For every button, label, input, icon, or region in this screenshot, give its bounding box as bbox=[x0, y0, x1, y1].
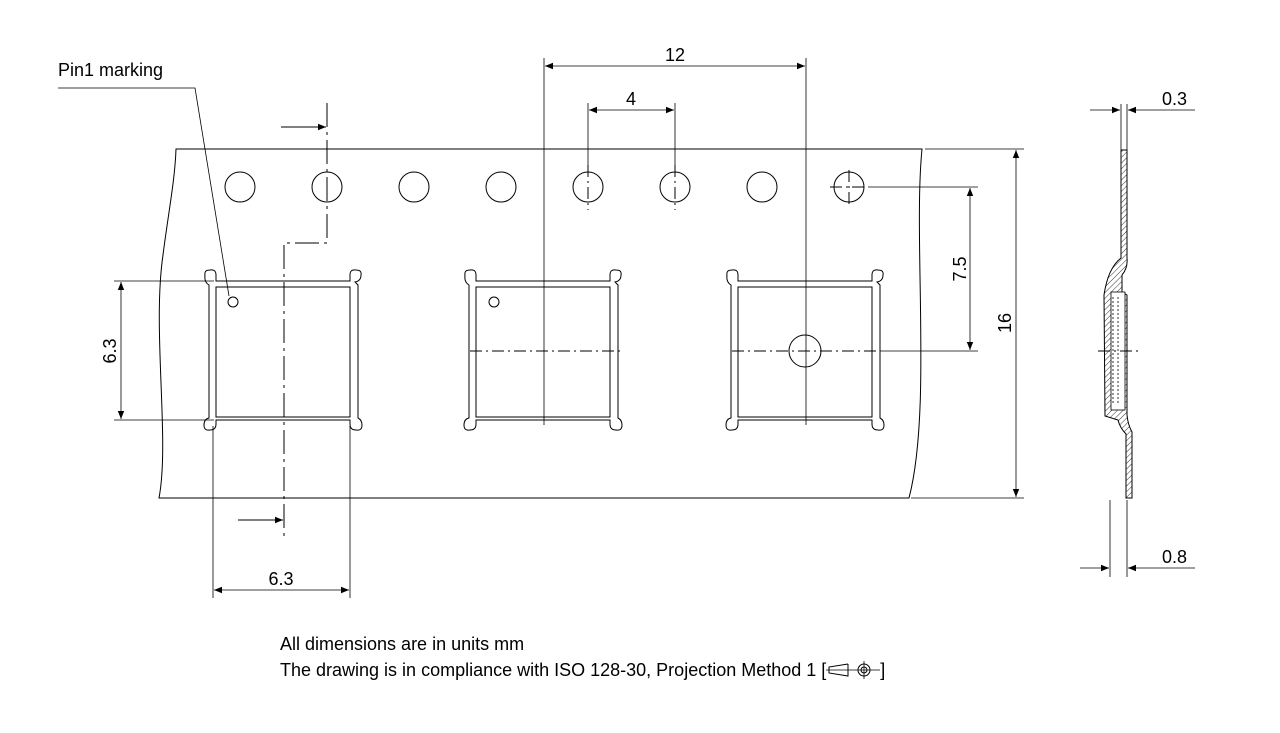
dim-16-label: 16 bbox=[995, 313, 1015, 333]
projection-note-close: ] bbox=[880, 660, 886, 680]
dim-6-3-horizontal-label: 6.3 bbox=[268, 569, 293, 589]
dim-0-8: 0.8 bbox=[1080, 500, 1195, 577]
dim-12: 12 bbox=[543, 45, 807, 425]
pin1-leader: Pin1 marking bbox=[58, 60, 230, 297]
pin1-dot bbox=[488, 296, 500, 308]
dim-6-3-vertical-label: 6.3 bbox=[100, 338, 120, 363]
sprocket-holes bbox=[224, 171, 865, 203]
units-note: All dimensions are in units mm bbox=[280, 634, 525, 654]
side-section-view bbox=[1098, 149, 1138, 499]
dim-7-5-label: 7.5 bbox=[950, 256, 970, 281]
dim-6-3-vertical: 6.3 bbox=[100, 280, 214, 421]
projection-symbol-icon bbox=[826, 661, 881, 679]
dim-16: 16 bbox=[911, 148, 1024, 499]
pin1-label: Pin1 marking bbox=[58, 60, 163, 80]
dim-0-3: 0.3 bbox=[1090, 89, 1195, 150]
dim-12-label: 12 bbox=[665, 45, 685, 65]
projection-note: The drawing is in compliance with ISO 12… bbox=[280, 660, 885, 681]
dim-0-8-label: 0.8 bbox=[1162, 547, 1187, 567]
dim-0-3-label: 0.3 bbox=[1162, 89, 1187, 109]
pocket-1 bbox=[203, 269, 363, 431]
dim-4-label: 4 bbox=[626, 89, 636, 109]
sprocket-hole bbox=[224, 171, 256, 203]
sprocket-hole bbox=[485, 171, 517, 203]
section-line bbox=[283, 103, 328, 541]
dim-4: 4 bbox=[587, 89, 676, 165]
pocket-2 bbox=[463, 269, 623, 431]
pin1-dot bbox=[227, 296, 239, 308]
dim-7-5: 7.5 bbox=[868, 186, 978, 352]
dim-6-3-horizontal: 6.3 bbox=[212, 426, 351, 598]
sprocket-hole bbox=[398, 171, 430, 203]
pocket-3 bbox=[725, 269, 885, 431]
tape-outline bbox=[158, 148, 923, 499]
sprocket-hole bbox=[746, 171, 778, 203]
projection-note-text: The drawing is in compliance with ISO 12… bbox=[280, 660, 827, 680]
